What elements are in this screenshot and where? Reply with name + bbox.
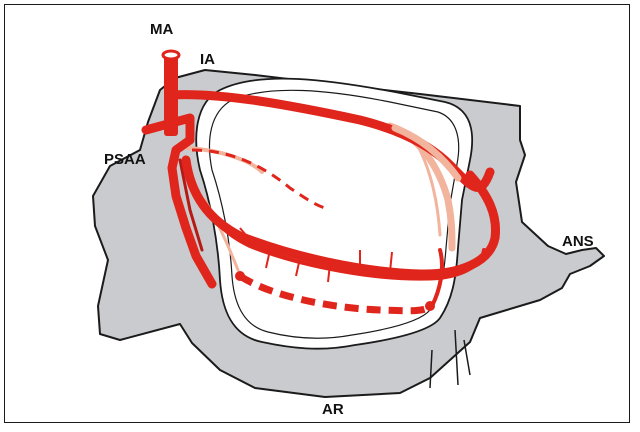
label-ma: MA: [150, 21, 173, 38]
label-ia: IA: [200, 51, 215, 68]
label-ar: AR: [322, 401, 344, 418]
label-ans: ANS: [562, 233, 594, 250]
maxillary-artery-opening: [163, 51, 179, 59]
anastomosis-node: [235, 271, 245, 281]
label-psaa: PSAA: [104, 151, 146, 168]
anastomosis-node: [425, 301, 435, 311]
sinus-cavity: [209, 90, 458, 338]
